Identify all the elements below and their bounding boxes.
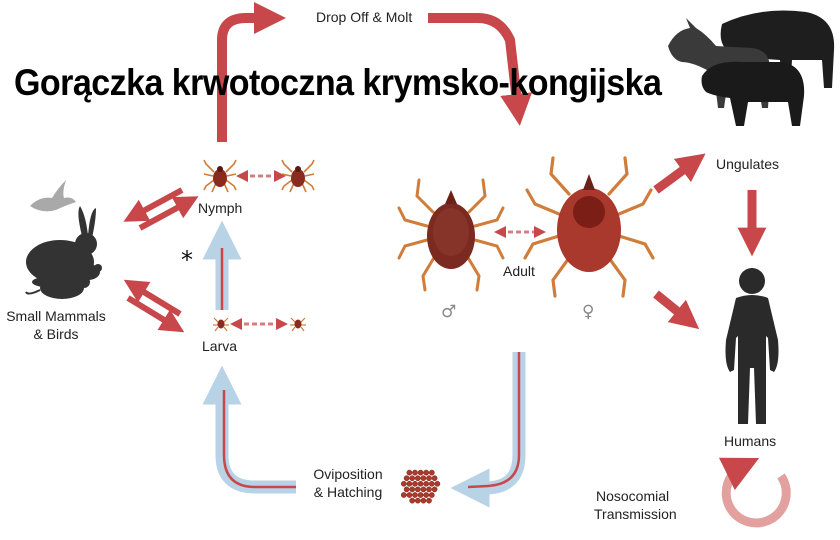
rabbit-icon <box>26 206 97 287</box>
label-nymph: Nymph <box>198 200 243 216</box>
label-small-mammals-line2: & Birds <box>33 325 79 342</box>
larva-tick-icon <box>213 317 229 332</box>
egg <box>417 469 424 476</box>
egg <box>426 475 432 482</box>
arrow-dropoff-to-adult <box>428 13 533 126</box>
label-nosocomial-line2: Transmission <box>594 505 677 522</box>
human-icon <box>725 268 779 424</box>
egg <box>412 480 418 487</box>
egg <box>434 480 441 487</box>
egg <box>406 480 413 487</box>
egg <box>400 480 407 487</box>
arrow-adult-to-humans <box>653 290 700 330</box>
label-small-mammals-birds: Small Mammals & Birds <box>0 308 112 343</box>
egg <box>423 480 430 487</box>
label-oviposition-line2: & Hatching <box>313 483 383 500</box>
egg <box>412 492 418 498</box>
egg <box>428 480 435 487</box>
egg-cluster-icon <box>400 469 441 504</box>
label-larva: Larva <box>202 338 238 354</box>
egg <box>431 486 438 493</box>
egg <box>423 492 430 498</box>
label-drop-off-molt: Drop Off & Molt <box>316 9 413 25</box>
label-oviposition-line1: Oviposition <box>313 466 383 482</box>
arrow-adult-to-oviposition <box>450 352 526 508</box>
arrow-pair-mammals-nymph <box>123 187 199 231</box>
egg <box>403 486 410 493</box>
arrow-oviposition-to-larva <box>202 365 296 494</box>
arrow-adult-to-ungulates <box>653 153 706 194</box>
egg <box>423 469 430 476</box>
label-small-mammals-line1: Small Mammals <box>6 308 106 324</box>
egg <box>403 475 410 482</box>
asterisk-marker: * <box>181 246 193 274</box>
egg <box>417 492 424 498</box>
nymph-tick-icon <box>203 159 237 193</box>
ungulates-icon <box>668 10 835 126</box>
egg <box>420 497 427 504</box>
egg <box>417 480 424 487</box>
larva-tick-icon-2 <box>290 317 306 332</box>
egg <box>400 492 407 498</box>
egg <box>414 475 421 482</box>
label-nosocomial-transmission: Nosocomial Transmission <box>594 488 677 523</box>
egg <box>406 469 413 476</box>
bird-icon <box>30 180 76 212</box>
label-oviposition-hatching: Oviposition & Hatching <box>300 466 396 501</box>
egg <box>431 475 438 482</box>
egg <box>426 497 432 504</box>
egg <box>409 475 416 482</box>
female-symbol: ♀ <box>582 302 595 322</box>
label-nosocomial-line1: Nosocomial <box>596 488 670 504</box>
label-ungulates: Ungulates <box>716 156 780 172</box>
arrow-pair-mammals-larva <box>123 279 185 333</box>
egg <box>426 486 432 493</box>
egg <box>420 475 427 482</box>
arrow-nymph-to-dropoff <box>217 1 287 142</box>
nymph-tick-icon-2 <box>281 159 315 193</box>
label-humans: Humans <box>724 433 777 449</box>
label-adult: Adult <box>503 263 535 279</box>
nosocomial-cycle-arrow <box>718 457 791 528</box>
rodent-icon <box>76 264 102 280</box>
page-title: Gorączka krwotoczna krymsko-kongijska <box>14 62 662 103</box>
egg <box>409 486 416 493</box>
egg <box>414 486 421 493</box>
egg <box>412 469 418 476</box>
male-symbol: ♂ <box>441 302 457 322</box>
egg <box>414 497 421 504</box>
egg <box>420 486 427 493</box>
female-tick-icon <box>523 156 655 298</box>
egg <box>428 492 435 498</box>
egg <box>409 497 416 504</box>
egg <box>406 492 413 498</box>
egg <box>428 469 435 476</box>
male-tick-icon <box>397 178 505 292</box>
